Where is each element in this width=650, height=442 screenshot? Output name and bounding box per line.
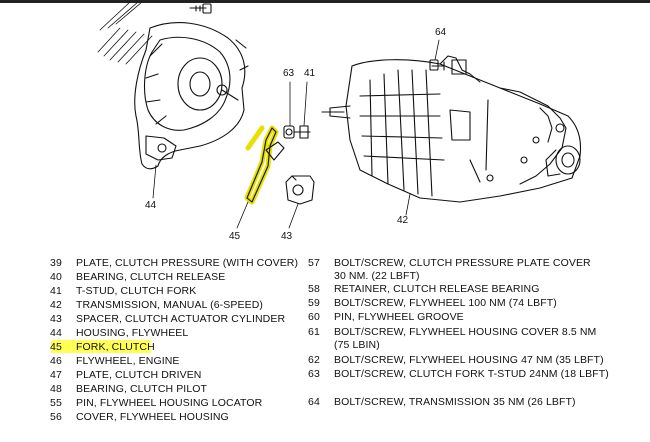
part-description: BEARING, CLUTCH RELEASE: [76, 271, 226, 283]
part-number: 64: [308, 396, 320, 408]
part-description: FORK, CLUTCH: [76, 341, 155, 353]
part-description: RETAINER, CLUTCH RELEASE BEARING: [334, 283, 540, 295]
bolt-64-icon: [429, 59, 445, 71]
callout-45: 45: [229, 231, 241, 242]
leader-lines: [152, 39, 440, 229]
part-description: BOLT/SCREW, TRANSMISSION 35 NM (26 LBFT): [334, 396, 576, 408]
part-description: PIN, FLYWHEEL HOUSING LOCATOR: [76, 397, 263, 409]
part-description: FLYWHEEL, ENGINE: [76, 355, 180, 367]
part-torque: (75 LBIN): [334, 339, 380, 351]
transmission-drawing: [321, 55, 582, 203]
part-description: PLATE, CLUTCH PRESSURE (WITH COVER): [76, 257, 299, 269]
exploded-view-diagram: [97, 1, 582, 229]
part-description: TRANSMISSION, MANUAL (6-SPEED): [76, 299, 263, 311]
actuator-spacer-drawing: [285, 175, 315, 205]
part-description: SPACER, CLUTCH ACTUATOR CYLINDER: [76, 313, 286, 325]
part-number: 41: [50, 285, 62, 297]
part-number: 40: [50, 271, 62, 283]
part-number: 42: [50, 299, 62, 311]
part-torque: 30 NM. (22 LBFT): [334, 270, 420, 282]
part-description: BOLT/SCREW, CLUTCH PRESSURE PLATE COVER: [334, 257, 591, 269]
flywheel-housing-drawing: [134, 22, 249, 170]
part-number: 39: [50, 257, 62, 269]
part-description: HOUSING, FLYWHEEL: [76, 327, 189, 339]
callout-63: 63: [283, 68, 295, 79]
bolt-top-icon: [189, 3, 212, 14]
part-number: 62: [308, 354, 320, 366]
part-number: 60: [308, 311, 320, 323]
part-number: 59: [308, 297, 320, 309]
part-number: 56: [50, 411, 62, 423]
part-description: PIN, FLYWHEEL GROOVE: [334, 311, 464, 323]
part-description: PLATE, CLUTCH DRIVEN: [76, 369, 202, 381]
part-number: 45: [50, 341, 62, 353]
part-description: BOLT/SCREW, FLYWHEEL HOUSING 47 NM (35 L…: [334, 354, 604, 366]
part-number: 44: [50, 327, 62, 339]
part-description: BOLT/SCREW, FLYWHEEL HOUSING COVER 8.5 N…: [334, 326, 597, 338]
part-number: 46: [50, 355, 62, 367]
callout-43: 43: [281, 231, 293, 242]
callout-41: 41: [304, 68, 316, 79]
part-description: BOLT/SCREW, FLYWHEEL 100 NM (74 LBFT): [334, 297, 557, 309]
part-number: 57: [308, 257, 320, 269]
t-stud-drawing: [283, 125, 311, 139]
callout-64: 64: [435, 27, 447, 38]
part-number: 48: [50, 383, 62, 395]
clutch-fork-drawing: [244, 125, 285, 205]
callout-42: 42: [397, 215, 409, 226]
callout-44: 44: [145, 200, 157, 211]
part-description: BOLT/SCREW, CLUTCH FORK T-STUD 24NM (18 …: [334, 368, 609, 380]
part-description: BEARING, CLUTCH PILOT: [76, 383, 208, 395]
part-number: 55: [50, 397, 62, 409]
part-number: 43: [50, 313, 62, 325]
part-number: 63: [308, 368, 320, 380]
part-description: COVER, FLYWHEEL HOUSING: [76, 411, 229, 423]
top-border: [0, 0, 650, 3]
legend-highlight: [51, 340, 151, 353]
part-description: T-STUD, CLUTCH FORK: [76, 285, 197, 297]
part-number: 58: [308, 283, 320, 295]
part-number: 47: [50, 369, 62, 381]
part-number: 61: [308, 326, 320, 338]
